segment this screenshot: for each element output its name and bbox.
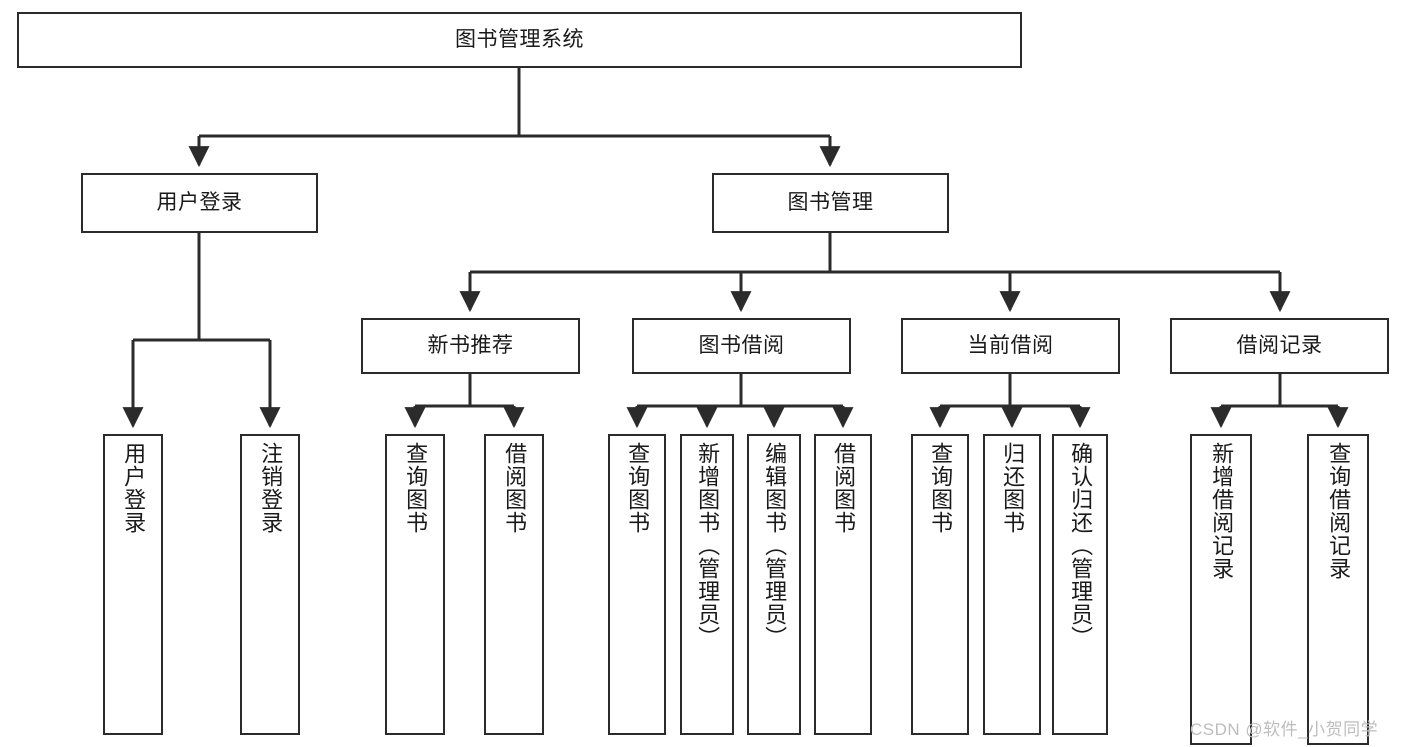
node-leaf-add-book-admin-label: 新增图书（管理员） <box>695 442 721 649</box>
node-leaf-add-borrow-record-label: 新增借阅记录 <box>1209 442 1235 580</box>
node-borrow-records-label: 借阅记录 <box>1236 333 1323 357</box>
node-leaf-query-books-borrow-label: 查询图书 <box>625 442 651 534</box>
node-new-book-recommend-label: 新书推荐 <box>427 333 514 357</box>
node-leaf-add-book-admin[interactable]: 新增图书（管理员） <box>680 434 734 735</box>
csdn-watermark: CSDN @软件_小贺同学 <box>1190 720 1379 739</box>
node-root-system-label: 图书管理系统 <box>455 27 584 51</box>
node-user-login[interactable]: 用户登录 <box>81 173 318 233</box>
node-current-borrow[interactable]: 当前借阅 <box>901 318 1120 374</box>
node-book-management[interactable]: 图书管理 <box>712 173 949 233</box>
node-leaf-logout-label: 注销登录 <box>258 442 284 534</box>
node-borrow-records[interactable]: 借阅记录 <box>1170 318 1389 374</box>
node-leaf-confirm-return-admin[interactable]: 确认归还（管理员） <box>1052 434 1108 735</box>
node-leaf-query-books-borrow[interactable]: 查询图书 <box>608 434 666 735</box>
node-book-management-label: 图书管理 <box>787 190 874 214</box>
node-leaf-query-borrow-record[interactable]: 查询借阅记录 <box>1307 434 1369 745</box>
node-user-login-label: 用户登录 <box>156 190 243 214</box>
node-leaf-borrow-books-recommend[interactable]: 借阅图书 <box>484 434 544 735</box>
node-leaf-user-login[interactable]: 用户登录 <box>103 434 163 735</box>
node-leaf-borrow-books-label: 借阅图书 <box>831 442 857 534</box>
node-leaf-user-login-label: 用户登录 <box>121 442 147 534</box>
node-leaf-return-books-label: 归还图书 <box>1000 442 1026 534</box>
node-leaf-confirm-return-admin-label: 确认归还（管理员） <box>1068 442 1094 649</box>
node-leaf-borrow-books-recommend-label: 借阅图书 <box>502 442 528 534</box>
node-leaf-query-books-current[interactable]: 查询图书 <box>911 434 969 735</box>
node-leaf-query-borrow-record-label: 查询借阅记录 <box>1326 442 1352 580</box>
node-leaf-query-books-current-label: 查询图书 <box>928 442 954 534</box>
node-leaf-query-books-recommend-label: 查询图书 <box>403 442 429 534</box>
node-leaf-query-books-recommend[interactable]: 查询图书 <box>385 434 445 735</box>
node-new-book-recommend[interactable]: 新书推荐 <box>361 318 580 374</box>
node-leaf-add-borrow-record[interactable]: 新增借阅记录 <box>1190 434 1252 745</box>
node-current-borrow-label: 当前借阅 <box>967 333 1054 357</box>
node-book-borrow[interactable]: 图书借阅 <box>632 318 851 374</box>
node-leaf-edit-book-admin[interactable]: 编辑图书（管理员） <box>747 434 801 735</box>
node-book-borrow-label: 图书借阅 <box>698 333 785 357</box>
node-leaf-borrow-books[interactable]: 借阅图书 <box>814 434 872 735</box>
node-leaf-logout[interactable]: 注销登录 <box>240 434 300 735</box>
node-leaf-return-books[interactable]: 归还图书 <box>983 434 1041 735</box>
node-leaf-edit-book-admin-label: 编辑图书（管理员） <box>762 442 788 649</box>
node-root-system[interactable]: 图书管理系统 <box>17 12 1022 68</box>
